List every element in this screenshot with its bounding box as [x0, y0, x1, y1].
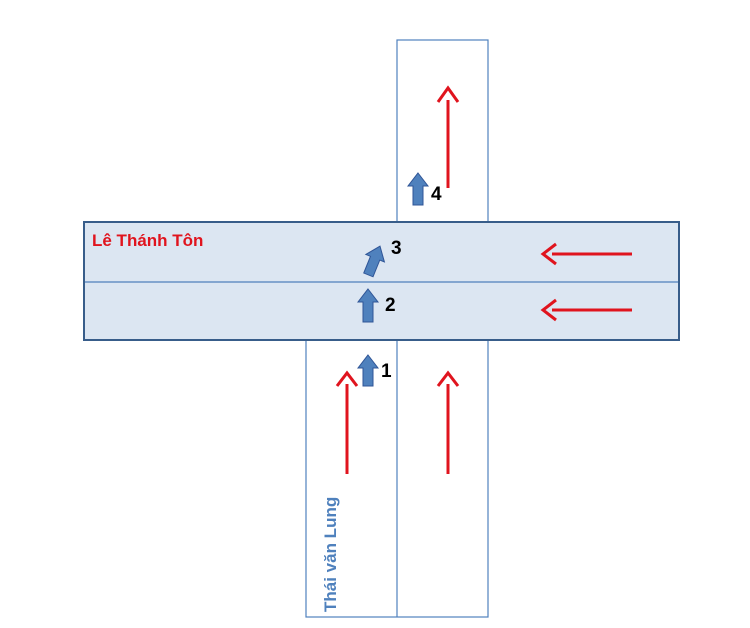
- vehicle-arrow-2: [356, 288, 380, 323]
- traffic-arrow-north-exit: [436, 85, 460, 188]
- traffic-arrow-north-left-lane: [335, 370, 359, 474]
- marker-label-2: 2: [385, 295, 396, 316]
- road-label-le-thanh-ton: Lê Thánh Tôn: [92, 231, 204, 250]
- marker-label-4: 4: [431, 184, 442, 205]
- north-road-segment: [396, 39, 489, 223]
- vehicle-arrow-1: [356, 354, 380, 387]
- vehicle-arrow-3: [363, 245, 386, 278]
- traffic-arrow-west-lower-lane: [540, 298, 632, 322]
- marker-label-1: 1: [381, 361, 392, 382]
- road-label-thai-van-lung: Thái văn Lung: [321, 496, 340, 612]
- marker-label-3: 3: [391, 238, 402, 259]
- horizontal-road: [83, 221, 680, 341]
- traffic-arrow-west-upper-lane: [540, 242, 632, 266]
- traffic-arrow-north-right-lane: [436, 370, 460, 474]
- vehicle-arrow-4: [406, 172, 430, 206]
